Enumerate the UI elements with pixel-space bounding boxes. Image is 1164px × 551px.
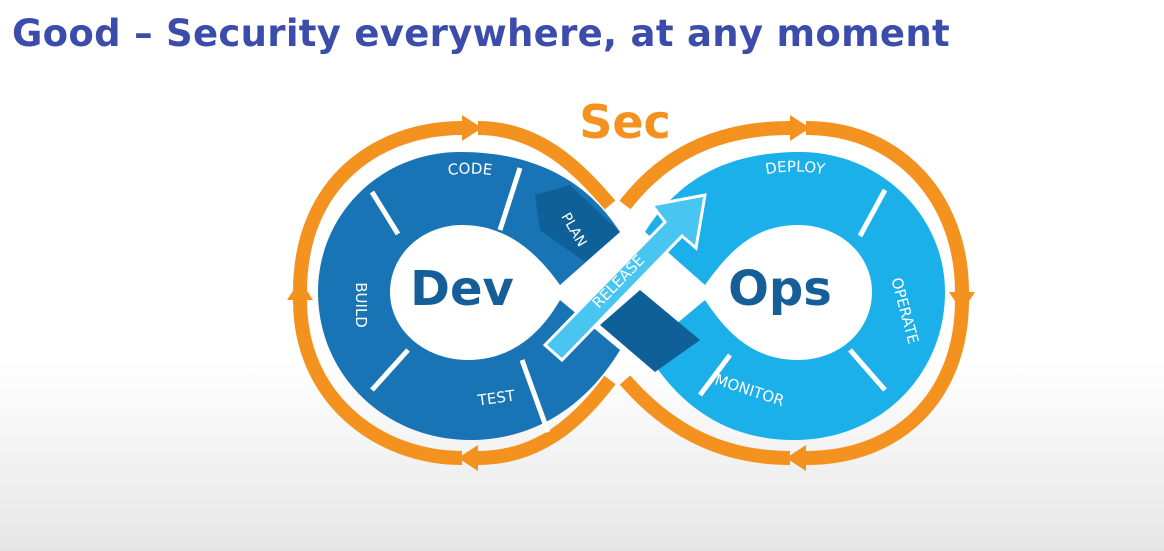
slide-title: Good – Security everywhere, at any momen… xyxy=(12,12,950,55)
plan-segment xyxy=(535,185,620,262)
stage-deploy-label: DEPLOY xyxy=(764,158,827,179)
sec-label: Sec xyxy=(579,95,671,149)
sec-arrowhead xyxy=(287,280,313,300)
separator xyxy=(369,190,401,236)
sec-ring-segment-left-top xyxy=(293,121,463,293)
stage-build-label: BUILD xyxy=(352,282,370,328)
release-arrow xyxy=(542,193,707,363)
dev-loop-separators xyxy=(369,167,551,433)
dev-label: Dev xyxy=(410,261,514,317)
sec-ring-segment-bottom-left xyxy=(477,375,616,465)
sec-ring-segment-right-bottom xyxy=(805,299,969,465)
separator xyxy=(848,348,887,392)
sec-arrowhead xyxy=(790,115,810,141)
sec-arrowhead xyxy=(458,445,478,471)
sec-ring-arrowheads xyxy=(287,115,975,471)
separator xyxy=(698,353,732,397)
separator xyxy=(519,359,551,433)
sec-ring-segment-right-top xyxy=(805,121,969,293)
sec-ring-segment-top-right xyxy=(619,121,791,210)
sec-arrowhead xyxy=(462,115,482,141)
sec-ring-segment-left-bottom xyxy=(293,299,463,465)
separator xyxy=(857,188,888,238)
sec-arrowhead xyxy=(949,292,975,312)
stage-code-text: CODE xyxy=(447,159,493,179)
ops-loop xyxy=(645,152,945,440)
stage-test-label: TEST xyxy=(476,386,517,409)
stage-deploy-text: DEPLOY xyxy=(764,158,827,179)
dev-lower-center-segment xyxy=(600,290,700,372)
separator xyxy=(497,167,523,231)
ops-loop-separators xyxy=(698,188,888,397)
sec-ring-segment-top-left xyxy=(477,121,616,210)
sec-ring xyxy=(293,121,969,465)
release-arrow-shape xyxy=(542,193,707,363)
sec-arrowhead xyxy=(786,445,806,471)
dev-loop xyxy=(318,152,620,440)
separator xyxy=(370,348,410,392)
stage-code-label: CODE xyxy=(447,159,493,179)
sec-ring-segment-bottom-right xyxy=(619,375,791,465)
ops-label: Ops xyxy=(728,261,832,317)
